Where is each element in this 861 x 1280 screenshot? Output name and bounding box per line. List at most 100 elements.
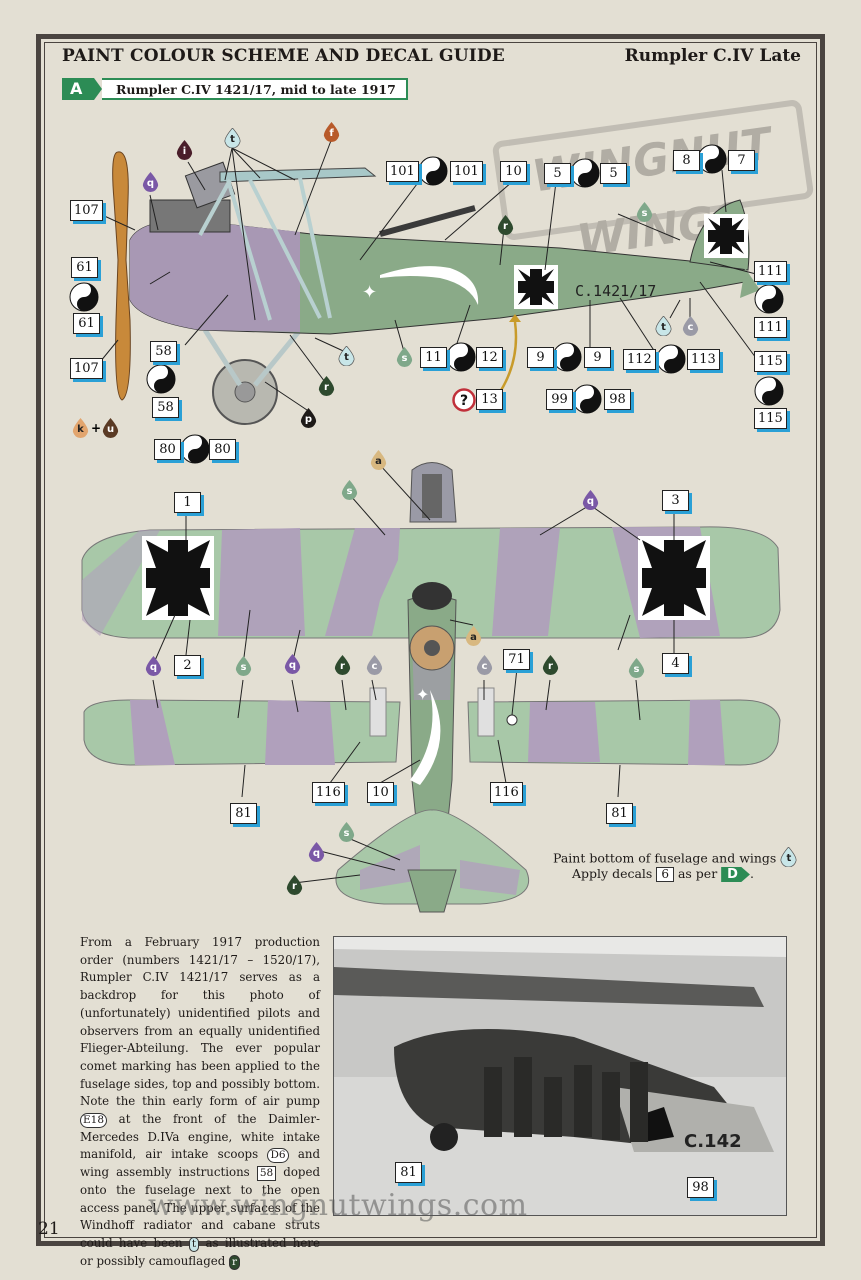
decal-callout: 116 — [490, 782, 523, 803]
decal-callout: 101 — [386, 161, 419, 182]
note-paint-bottom-text: Paint bottom of fuselage and wings — [553, 850, 777, 866]
decal-callout: 71 — [503, 649, 530, 670]
paint-drop-a: a — [465, 626, 482, 646]
decal-both-sides-icon — [572, 384, 602, 414]
aircraft-name: Rumpler C.IV Late — [624, 46, 801, 66]
decal-callout: 81 — [230, 803, 257, 824]
comet-marking — [380, 266, 479, 305]
page-frame — [36, 34, 825, 1246]
paint-drop-c: c — [366, 655, 383, 675]
decal-callout: 107 — [70, 200, 103, 221]
decal-callout: 99 — [546, 389, 573, 410]
paint-drop-s: s — [341, 480, 358, 500]
note-paint-bottom: Paint bottom of fuselage and wings t — [553, 847, 797, 869]
decal-callout: 98 — [604, 389, 631, 410]
decal-callout: 80 — [209, 439, 236, 460]
decal-both-sides-icon — [180, 434, 210, 464]
decal-callout: 81 — [606, 803, 633, 824]
decal-both-sides-icon — [656, 344, 686, 374]
desc-part-4: doped onto the fuselage next to the open… — [80, 1165, 321, 1250]
paint-drop-t: t — [338, 346, 355, 366]
decal-callout: 12 — [476, 347, 503, 368]
decal-callout: 113 — [687, 349, 720, 370]
question-icon: ? — [452, 388, 476, 412]
decal-callout: 7 — [728, 150, 755, 171]
paint-drop-r: r — [497, 215, 514, 235]
photo-marking: C.142 — [684, 1131, 742, 1152]
upper-wing-cross-left — [142, 536, 214, 620]
paint-drop-q: q — [582, 490, 599, 510]
svg-text:?: ? — [460, 393, 468, 409]
decal-callout: 98 — [687, 1177, 714, 1198]
decal-callout: 3 — [662, 490, 689, 511]
paint-ref-t: t — [188, 1236, 200, 1252]
decal-both-sides-icon — [754, 376, 784, 406]
paint-ref-r: r — [229, 1254, 241, 1270]
part-ref-e18: E18 — [80, 1113, 108, 1129]
decal-callout: 8 — [673, 150, 700, 171]
decal-callout: 2 — [174, 655, 201, 676]
decal-callout: 61 — [71, 257, 98, 278]
note-apply-text: Apply decals — [572, 866, 653, 881]
decal-callout: 80 — [154, 439, 181, 460]
decal-ref-58: 58 — [256, 1166, 277, 1182]
desc-part-5: as illustrated here or possibly camoufla… — [80, 1235, 320, 1268]
part-ref-d6: D6 — [267, 1148, 289, 1164]
decal-callout: 10 — [500, 161, 527, 182]
page-frame-inner — [44, 42, 817, 1238]
paint-drop-t: t — [780, 847, 797, 867]
decal-callout: 112 — [623, 349, 656, 370]
page-number: 21 — [38, 1219, 60, 1239]
description-text: From a February 1917 production order (n… — [80, 934, 320, 1270]
page-title: PAINT COLOUR SCHEME AND DECAL GUIDE — [62, 46, 505, 66]
decal-callout: 81 — [395, 1162, 422, 1183]
decal-callout: 11 — [420, 347, 447, 368]
paint-drop-q: q — [308, 842, 325, 862]
desc-part-2: at the front of the Daimler-Mercedes D.I… — [80, 1112, 320, 1162]
fuselage-serial: C.1421/17 — [575, 282, 656, 300]
paint-drop-r: r — [318, 376, 335, 396]
decal-callout: 107 — [70, 358, 103, 379]
decal-callout: 58 — [152, 397, 179, 418]
decal-callout: 111 — [754, 317, 787, 338]
note-apply-decals: Apply decals 6 as per D. — [572, 866, 754, 882]
decal-callout: 61 — [73, 313, 100, 334]
paint-drop-c: c — [682, 316, 699, 336]
decal-callout: 101 — [450, 161, 483, 182]
decal-ref: 6 — [656, 867, 674, 882]
paint-drop-s: s — [235, 656, 252, 676]
decal-both-sides-icon — [446, 342, 476, 372]
side-view-illustration: ✦ C.1421/17 — [99, 137, 760, 425]
decal-both-sides-icon — [69, 282, 99, 312]
paint-drop-s: s — [636, 202, 653, 222]
desc-part-1: From a February 1917 production order (n… — [80, 935, 320, 1109]
paint-drop-r: r — [542, 655, 559, 675]
paint-drop-i: i — [176, 140, 193, 160]
paint-drop-r: r — [334, 655, 351, 675]
lower-wing-right — [467, 699, 781, 766]
note-period: . — [749, 866, 754, 881]
paint-drop-s: s — [396, 347, 413, 367]
paint-drop-a: a — [370, 450, 387, 470]
paint-drop-p: p — [300, 408, 317, 428]
paint-drop-s: s — [338, 822, 355, 842]
decal-callout: 9 — [584, 347, 611, 368]
paint-drop-k: k — [72, 418, 89, 438]
paint-drop-t: t — [224, 128, 241, 148]
paint-drop-u: u — [102, 418, 119, 438]
decal-callout: 10 — [367, 782, 394, 803]
paint-drop-s: s — [628, 658, 645, 678]
website-watermark: www.wingnutwings.com — [148, 1188, 528, 1223]
decal-callout: 115 — [754, 351, 787, 372]
tail-cross — [704, 214, 748, 258]
paint-drop-q: q — [145, 656, 162, 676]
decal-both-sides-icon — [754, 284, 784, 314]
paint-drop-r: r — [286, 875, 303, 895]
decal-callout: 115 — [754, 408, 787, 429]
scheme-title: Rumpler C.IV 1421/17, mid to late 1917 — [102, 78, 408, 100]
upper-wing-cross-right — [638, 536, 710, 620]
decal-callout: 13 — [476, 389, 503, 410]
paint-drop-q: q — [142, 172, 159, 192]
decal-callout: 4 — [662, 653, 689, 674]
decal-both-sides-icon — [418, 156, 448, 186]
